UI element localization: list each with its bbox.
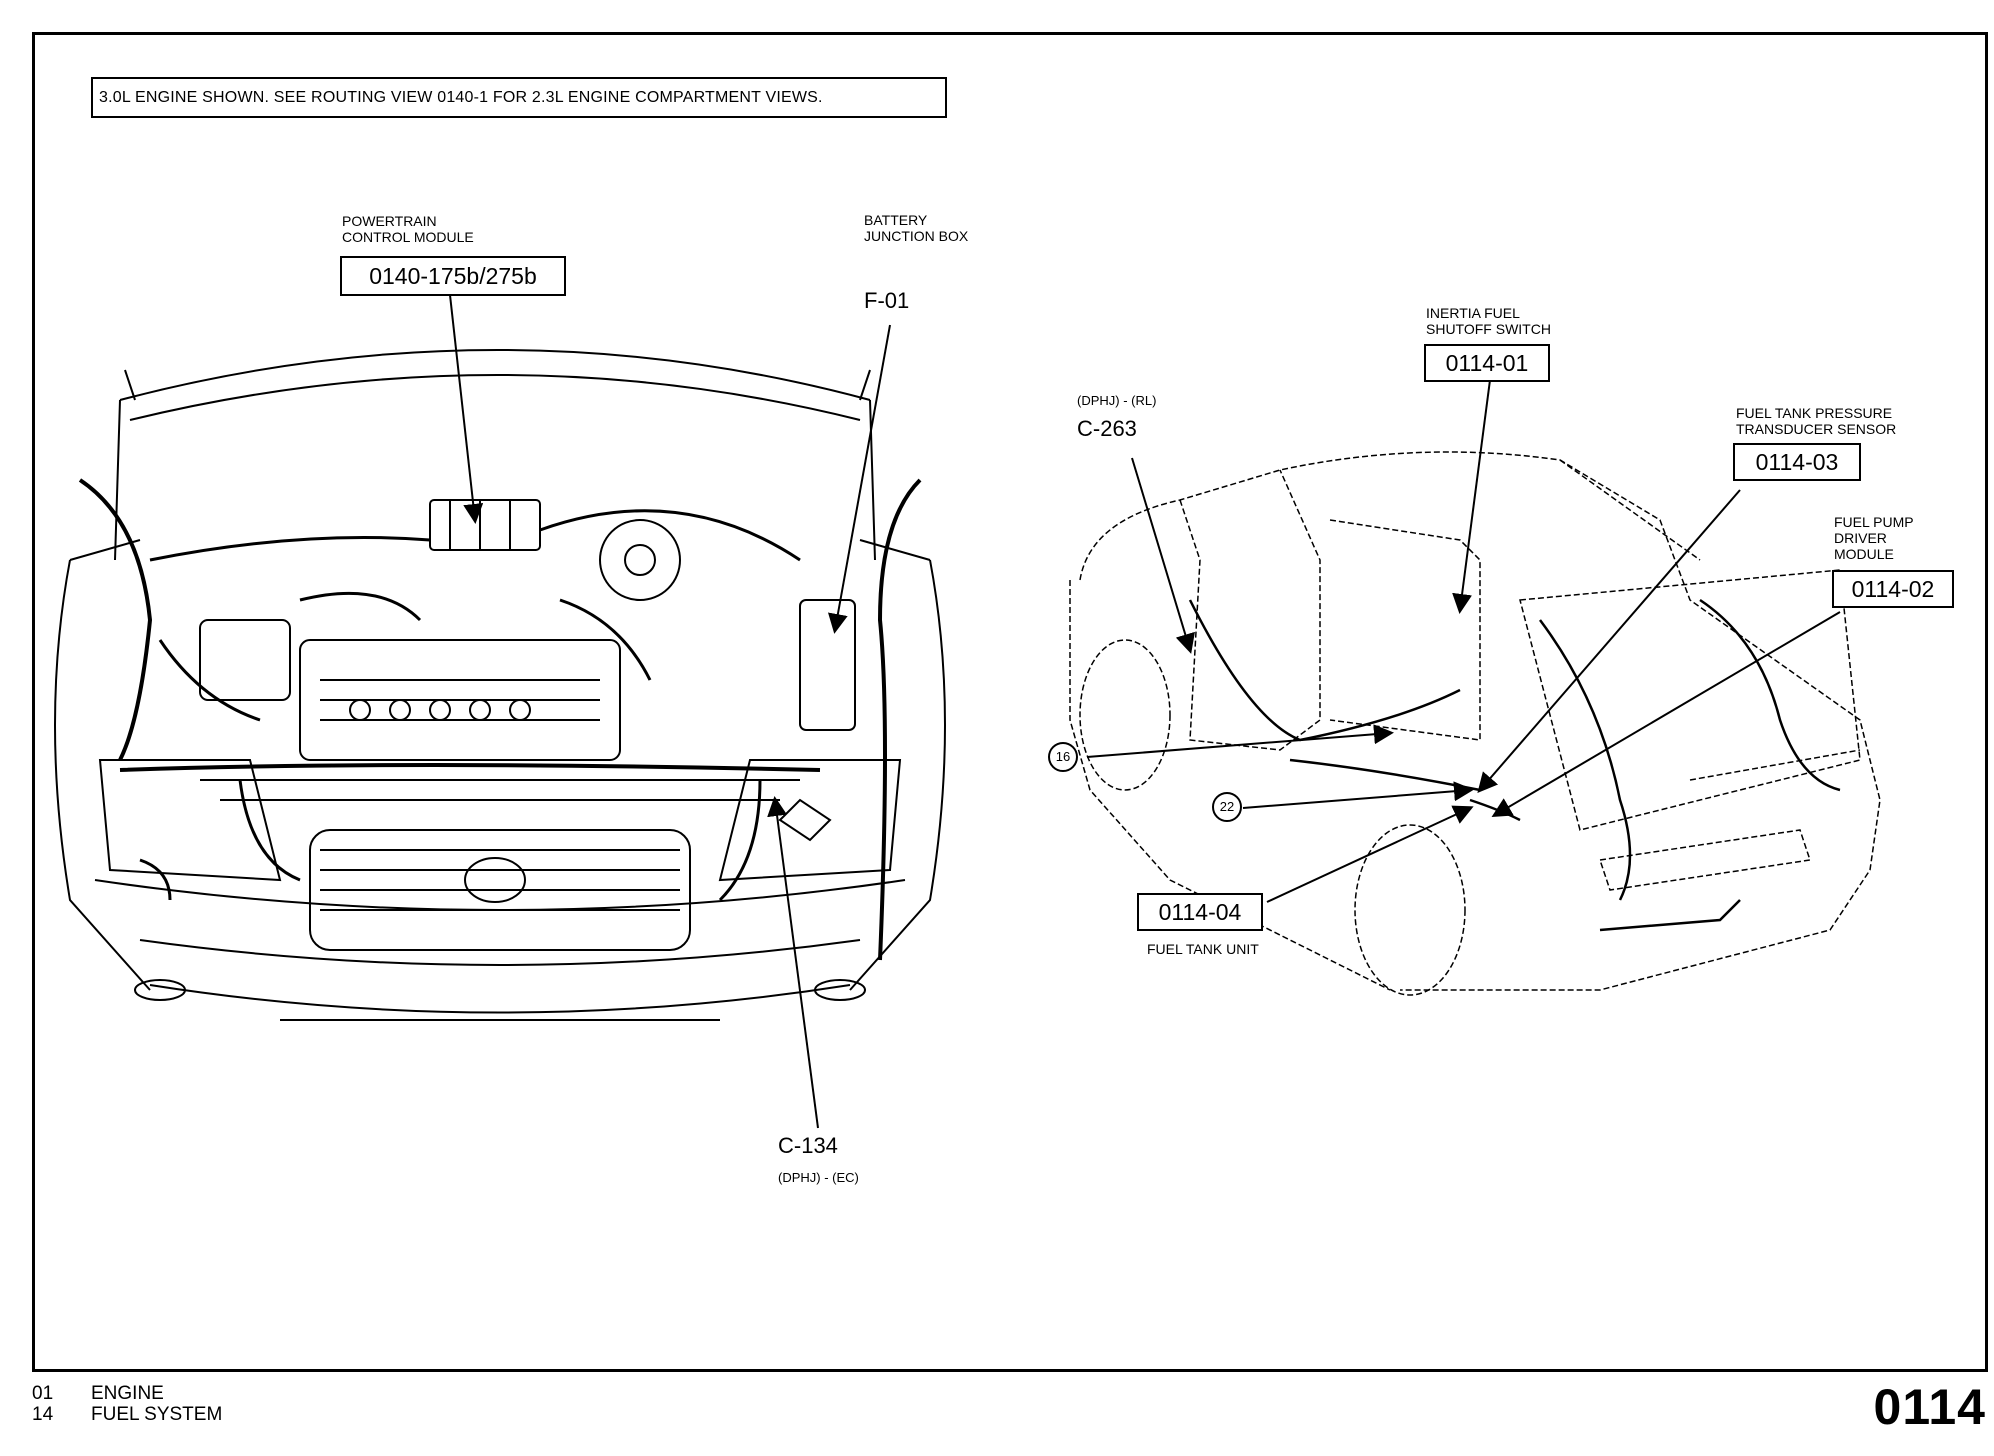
- fuel-tank-unit-ref-box[interactable]: 0114-04: [1137, 893, 1263, 931]
- footer-section-text-2: FUEL SYSTEM: [91, 1404, 223, 1425]
- rear-leaders: [1086, 379, 1841, 903]
- battery-junction-box-ref[interactable]: F-01: [864, 288, 910, 313]
- inertia-switch-title: INERTIA FUEL SHUTOFF SWITCH: [1426, 305, 1551, 337]
- pressure-sensor-ref-box[interactable]: 0114-03: [1733, 443, 1861, 481]
- page-number: 0114: [1873, 1379, 1986, 1435]
- callout-16[interactable]: 16: [1048, 742, 1078, 772]
- connector-c263-sub: (DPHJ) - (RL): [1077, 393, 1157, 408]
- pcm-ref-box[interactable]: 0140-175b/275b: [340, 256, 566, 296]
- connector-c134-ref[interactable]: C-134: [778, 1133, 838, 1158]
- inertia-switch-ref-box[interactable]: 0114-01: [1424, 344, 1550, 382]
- connector-c263-ref[interactable]: C-263: [1077, 416, 1137, 441]
- fuel-tank-unit-title: FUEL TANK UNIT: [1147, 941, 1259, 957]
- engine-compartment-drawing: [54, 349, 946, 1021]
- footer-section-num-2: 14: [32, 1404, 54, 1425]
- connector-c134-sub: (DPHJ) - (EC): [778, 1170, 859, 1185]
- fuel-pump-driver-ref-box[interactable]: 0114-02: [1832, 570, 1954, 608]
- vehicle-rear-harness: [1188, 598, 1841, 932]
- pressure-sensor-title: FUEL TANK PRESSURE TRANSDUCER SENSOR: [1736, 405, 1897, 437]
- diagram-frame: [32, 32, 1988, 1372]
- footer-section-num-1: 01: [32, 1383, 54, 1404]
- battery-junction-box-title: BATTERY JUNCTION BOX: [864, 212, 969, 244]
- pcm-title: POWERTRAIN CONTROL MODULE: [342, 213, 474, 245]
- fuel-pump-driver-title: FUEL PUMP DRIVER MODULE: [1834, 514, 1914, 562]
- footer-section-text-1: ENGINE: [91, 1383, 164, 1404]
- routing-note: 3.0L ENGINE SHOWN. SEE ROUTING VIEW 0140…: [91, 77, 947, 118]
- engine-leaders: [449, 294, 891, 1129]
- vehicle-rear-drawing: [1069, 451, 1881, 996]
- callout-22[interactable]: 22: [1212, 792, 1242, 822]
